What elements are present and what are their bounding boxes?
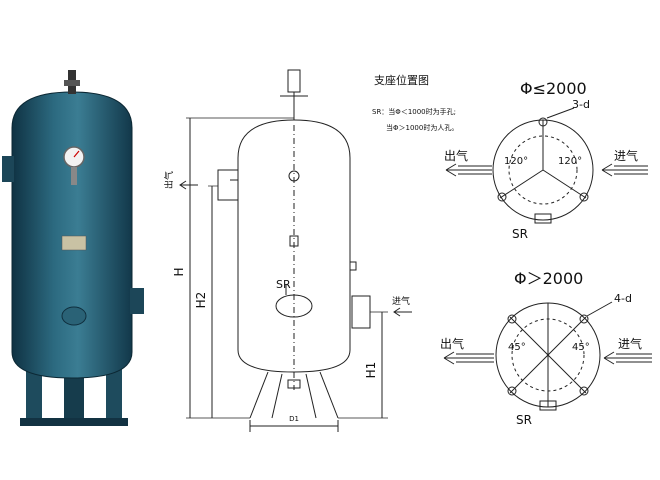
bottom-inlet-label: 进气	[618, 336, 642, 351]
top-outlet-label: 出气	[444, 148, 468, 163]
top-angle-right: 120°	[558, 156, 582, 167]
inlet-label-drawing: 进气	[392, 295, 410, 307]
support-position-title: 支座位置图	[374, 73, 429, 87]
leg-mark-sw	[507, 386, 517, 396]
leg-mark-se	[579, 386, 589, 396]
tank-leg-right	[106, 362, 122, 424]
tank-photo	[2, 70, 144, 426]
dim-h-label: H	[172, 267, 186, 276]
sr-note-line1: SR：当Φ＜1000时为手孔;	[372, 107, 456, 116]
top-legs-label: 3-d	[572, 98, 590, 111]
leg-mark-top	[538, 117, 548, 127]
inlet-arrow-drawing	[393, 307, 412, 317]
tank-drawing	[179, 69, 412, 432]
sr-box-bottom	[539, 400, 557, 411]
outlet-arrow-bottom	[443, 351, 494, 365]
outlet-arrow-top	[445, 163, 492, 177]
dim-h1-label: H1	[364, 362, 378, 379]
outlet-arrow-drawing	[179, 180, 198, 190]
bottom-plan-heading: Φ＞2000	[514, 269, 583, 288]
bottom-sr-label: SR	[516, 413, 532, 427]
bottom-angle-left: 45°	[508, 342, 526, 353]
inlet-arrow-bottom	[603, 351, 652, 365]
leg-mark-left	[497, 192, 507, 202]
outlet-flange	[2, 156, 14, 182]
tank-leg-left	[26, 362, 42, 424]
plan-four-legs	[443, 301, 652, 411]
outlet-label-drawing: 出气	[163, 171, 175, 189]
plan-three-legs	[445, 107, 648, 224]
tank-leg-center	[64, 368, 84, 420]
tank-body	[11, 91, 133, 379]
dim-h2-label: H2	[194, 292, 208, 309]
dim-d1-label: D1	[289, 415, 299, 423]
bottom-outlet-label: 出气	[440, 336, 464, 351]
nameplate	[61, 235, 87, 251]
leg-mark-ne	[579, 314, 589, 324]
hand-hole	[61, 306, 87, 326]
inlet-flange	[130, 288, 144, 314]
top-plan-heading: Φ≤2000	[520, 79, 587, 98]
top-angle-left: 120°	[504, 156, 528, 167]
sr-manhole-drawing	[275, 294, 313, 318]
top-inlet-label: 进气	[614, 148, 638, 163]
vessel-outline	[237, 119, 351, 373]
sr-note-line2: 当Φ＞1000时为人孔。	[386, 123, 458, 132]
leg-mark-right	[579, 192, 589, 202]
bottom-legs-label: 4-d	[614, 292, 632, 305]
sr-label-drawing: SR	[276, 278, 291, 291]
top-sr-label: SR	[512, 227, 528, 241]
sr-box-top	[534, 213, 552, 224]
bottom-angle-right: 45°	[572, 342, 590, 353]
inlet-arrow-top	[601, 163, 648, 177]
leg-mark-nw	[507, 314, 517, 324]
